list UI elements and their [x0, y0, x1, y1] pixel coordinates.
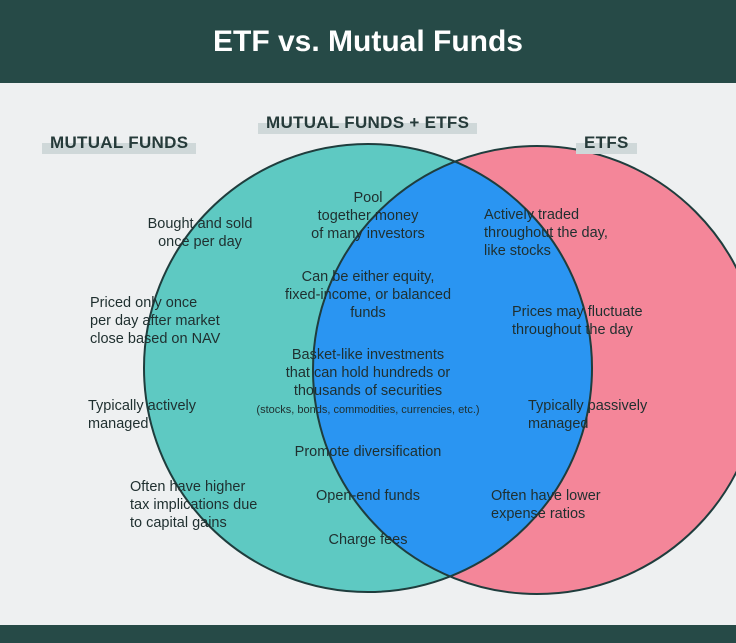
etf-fact-management: Typically passively managed	[528, 398, 648, 432]
etfs-label: ETFS	[576, 132, 637, 154]
shared-fact-diversification: Promote diversification	[294, 444, 442, 460]
mf-fact-trading: Bought and sold once per day	[147, 216, 253, 250]
shared-fact-types: Can be either equity, fixed-income, or b…	[284, 269, 452, 321]
etf-fact-expenses: Often have lower expense ratios	[491, 488, 601, 522]
mf-fact-pricing: Priced only once per day after market cl…	[90, 295, 221, 347]
shared-fact-fees: Charge fees	[328, 532, 408, 548]
mf-fact-management: Typically actively managed	[88, 398, 196, 432]
shared-fact-pool: Pool together money of many investors	[311, 190, 425, 242]
mutual-funds-label: MUTUAL FUNDS	[42, 132, 197, 154]
shared-fact-basket: Basket-like investments that can hold hu…	[285, 347, 451, 399]
etf-fact-pricing: Prices may fluctuate throughout the day	[512, 304, 643, 338]
shared-fact-securities: (stocks, bonds, commodities, currencies,…	[256, 404, 480, 416]
footer-bar	[0, 625, 736, 643]
overlap-region	[313, 146, 592, 592]
header-bar: ETF vs. Mutual Funds	[0, 0, 736, 83]
etf-fact-trading: Actively traded throughout the day, like…	[484, 207, 608, 259]
shared-label: MUTUAL FUNDS + ETFS	[258, 112, 478, 134]
shared-fact-open-end: Open-end funds	[316, 488, 420, 504]
mf-fact-tax: Often have higher tax implications due t…	[130, 479, 258, 531]
page-title: ETF vs. Mutual Funds	[212, 25, 523, 58]
